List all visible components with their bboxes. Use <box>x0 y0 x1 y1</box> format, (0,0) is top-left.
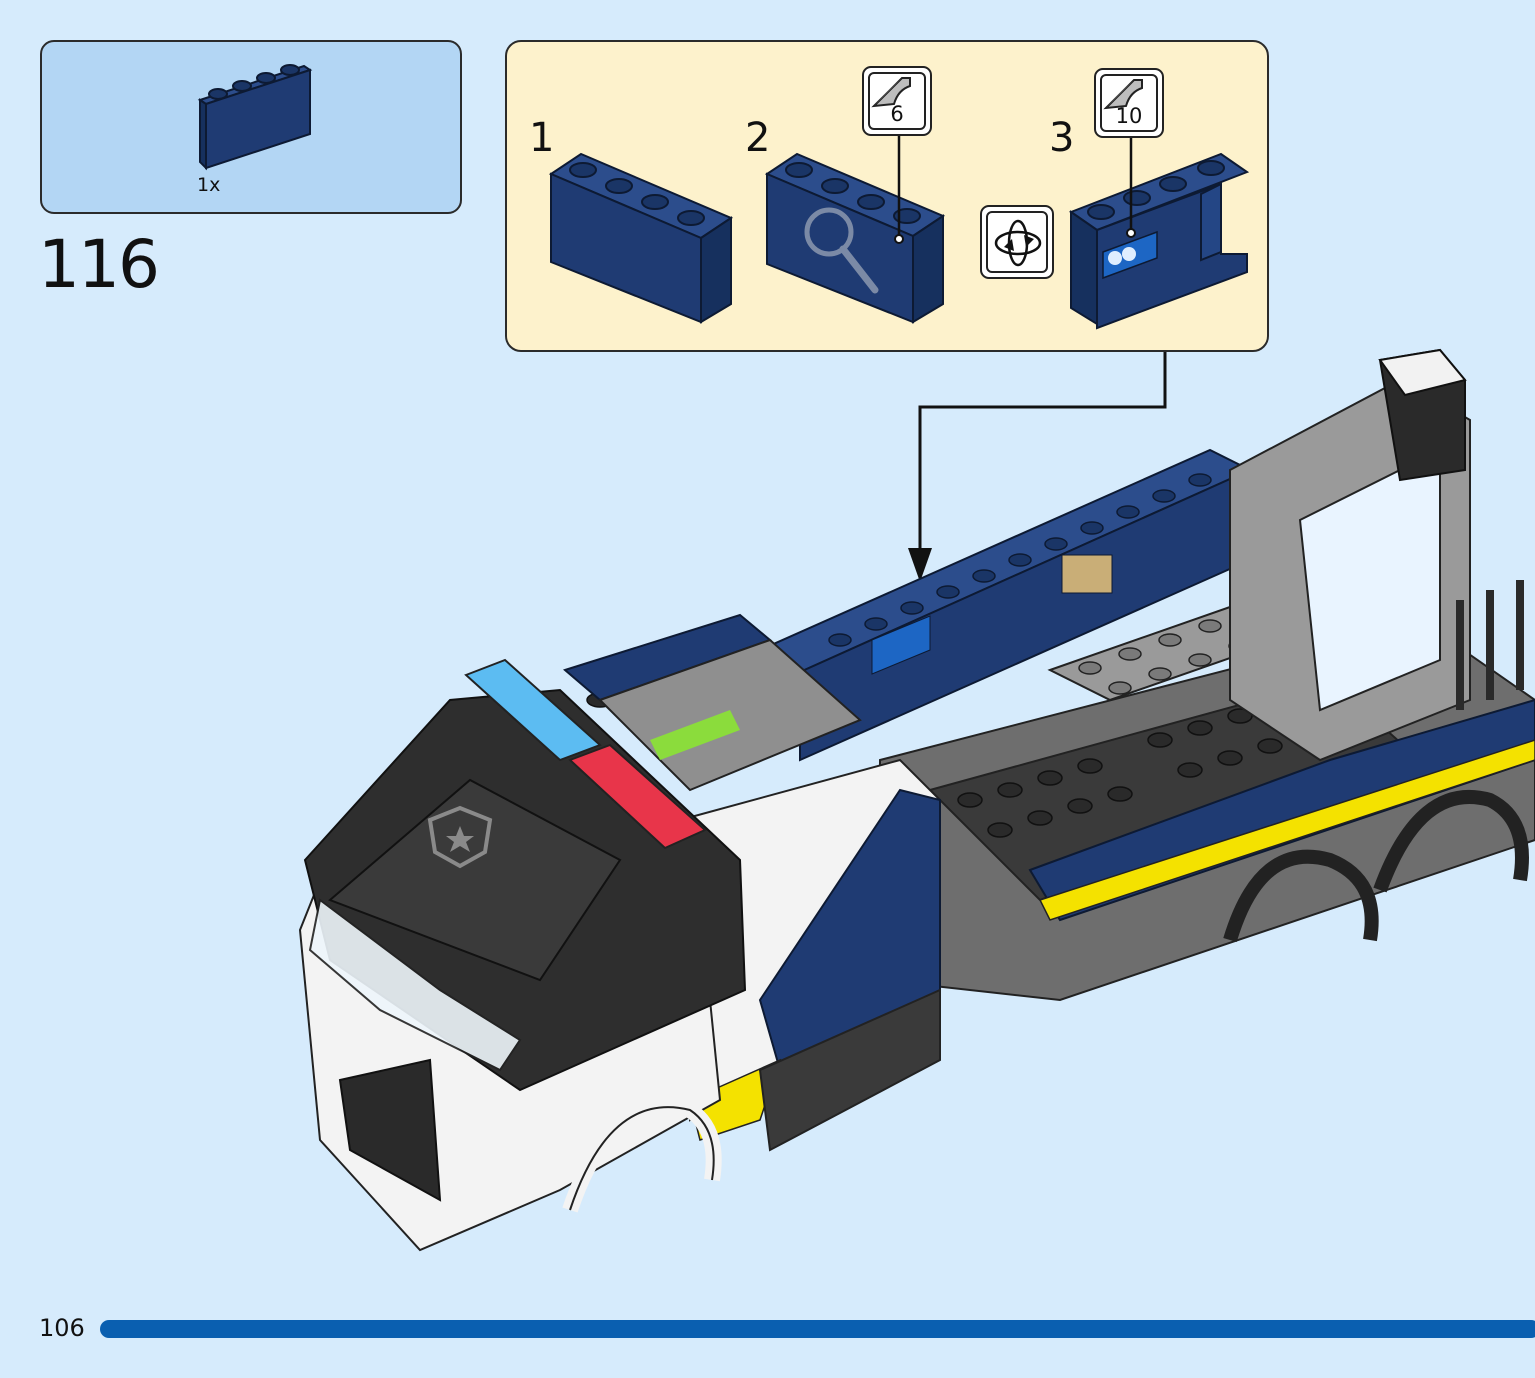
substep-label-1: 1 <box>529 115 555 161</box>
sticker-reference-6: 6 <box>862 66 932 136</box>
sticker-number-6: 6 <box>890 102 904 126</box>
sticker-6-leader-line <box>894 136 904 244</box>
sticker-number-10: 10 <box>1115 104 1143 128</box>
substep-label-3: 3 <box>1049 115 1075 161</box>
substep-1-panel-illustration <box>548 152 734 324</box>
substep-3-panel-illustration <box>1068 152 1250 330</box>
page-number: 106 <box>39 1314 85 1342</box>
part-quantity: 1x <box>197 174 221 196</box>
substep-callout-box: 1 2 3 6 <box>505 40 1269 352</box>
sticker-icon <box>1103 79 1143 110</box>
panel-1x4x2-part-icon <box>197 64 313 171</box>
sticker-icon <box>871 77 911 108</box>
step-number: 116 <box>38 226 160 303</box>
rotate-model-icon <box>980 205 1054 279</box>
page-progress-bar <box>100 1320 1535 1338</box>
sticker-10-leader-line <box>1126 138 1136 238</box>
substep-label-2: 2 <box>745 115 771 161</box>
parts-list-box: 1x <box>40 40 462 214</box>
sticker-reference-10: 10 <box>1094 68 1164 138</box>
